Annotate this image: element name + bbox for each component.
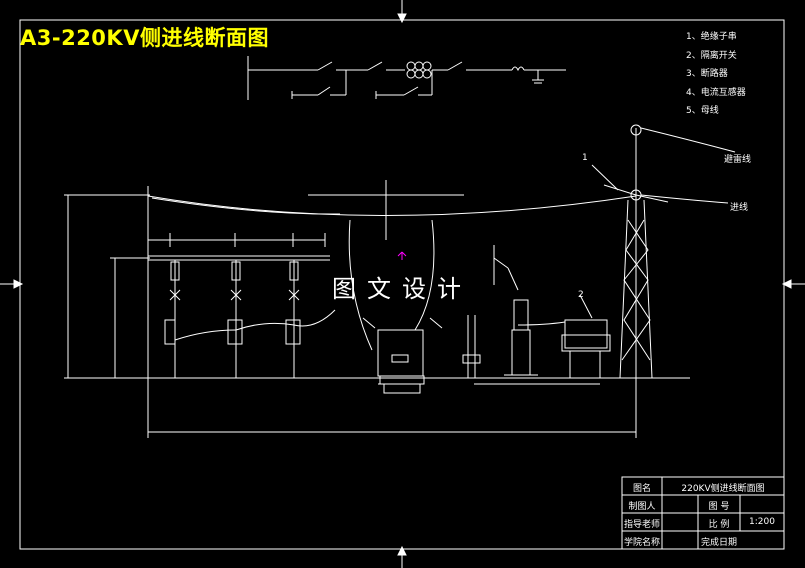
- title-block-school: 学院名称: [623, 538, 660, 548]
- callout-2: 2: [578, 290, 584, 300]
- current-transformer: [493, 245, 538, 376]
- legend-item: 5、母线: [686, 106, 719, 116]
- legend-item: 2、隔离开关: [686, 50, 737, 61]
- callout-1: 1: [582, 153, 588, 163]
- legend-item: 1、绝缘子串: [686, 32, 737, 42]
- wiring-schematic: [247, 56, 566, 100]
- label-incoming-line: 进线: [730, 203, 749, 213]
- watermark-text: 图文设计: [332, 275, 472, 303]
- insulator-string-group: [164, 260, 336, 378]
- disconnect-switch: [517, 294, 611, 378]
- title-block-date: 完成日期: [700, 538, 737, 548]
- title-block-scale-value: 1:200: [749, 517, 775, 527]
- legend-item: 4、电流互感器: [686, 87, 746, 98]
- component-legend: 1、绝缘子串 2、隔离开关 3、断路器 4、电流互感器 5、母线: [686, 28, 746, 121]
- title-block-grid: [621, 476, 785, 550]
- label-bypass-line: 避雷线: [724, 155, 752, 165]
- title-block-name-label: 图名: [632, 484, 651, 494]
- legend-item: 3、断路器: [686, 69, 728, 79]
- title-block-drawn-by: 制图人: [628, 502, 656, 512]
- title-block-name-value: 220KV侧进线断面图: [681, 484, 765, 494]
- title-block-drawing-no: 图 号: [708, 502, 730, 512]
- title-block-scale-label: 比 例: [708, 520, 730, 530]
- title-block-advisor: 指导老师: [623, 520, 660, 530]
- drawing-title: A3-220KV侧进线断面图: [20, 26, 269, 50]
- lattice-tower: [591, 124, 736, 379]
